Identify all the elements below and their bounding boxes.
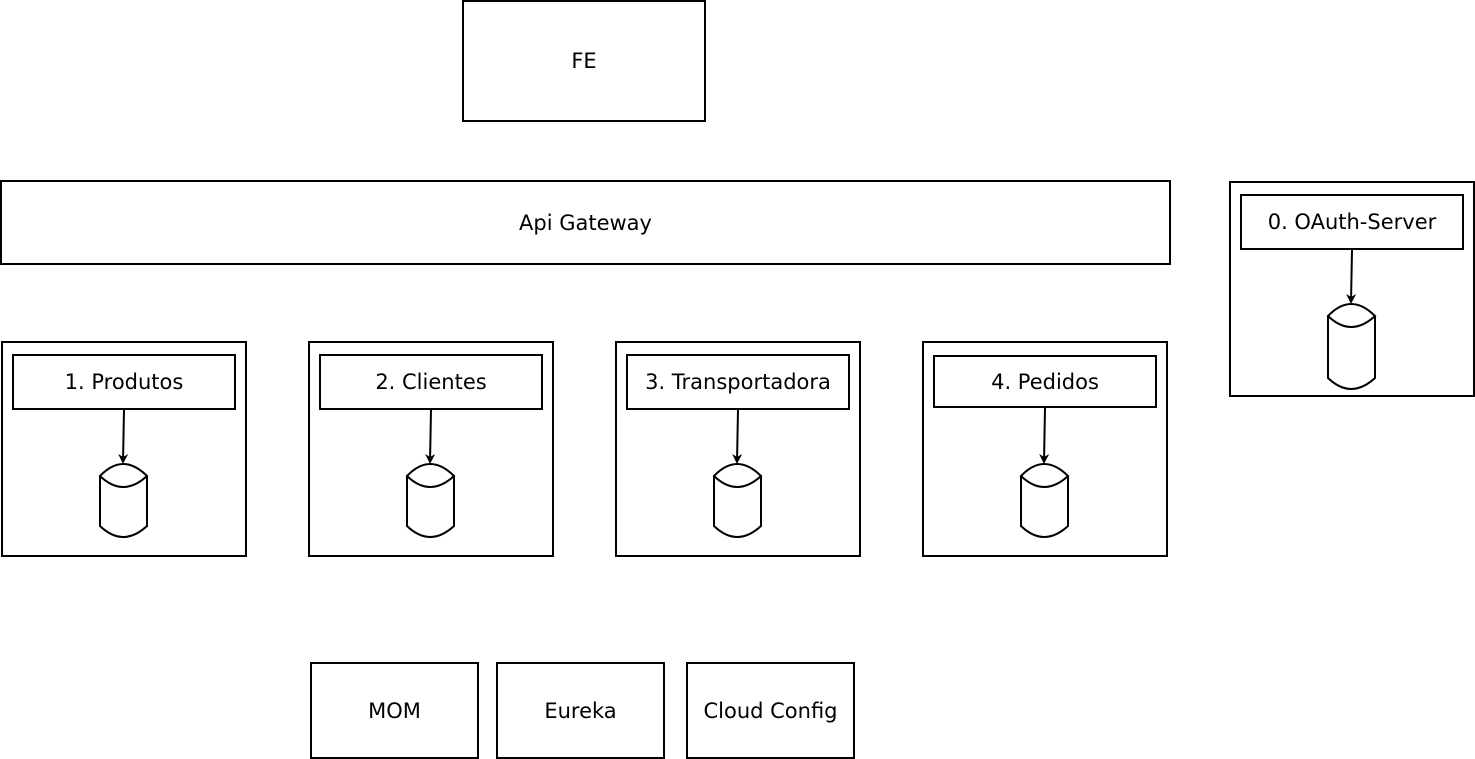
- oauth-db-link: [1326, 249, 1377, 390]
- database-icon: [1019, 463, 1070, 538]
- eureka-box[interactable]: Eureka: [496, 662, 665, 759]
- oauth-server-label: 0. OAuth-Server: [1240, 194, 1464, 250]
- database-icon: [1326, 303, 1377, 390]
- database-icon: [405, 463, 456, 538]
- service-label-transportadora: 3. Transportadora: [626, 354, 850, 410]
- service-label-produtos: 1. Produtos: [12, 354, 236, 410]
- pedidos-db-link: [1019, 407, 1070, 538]
- database-icon: [98, 463, 149, 538]
- arrow-transportadora-to-db: [732, 409, 743, 464]
- clientes-db-link: [405, 409, 456, 538]
- cloud-config-box[interactable]: Cloud Config: [686, 662, 855, 759]
- arrow-oauth-to-db: [1346, 249, 1357, 304]
- service-label-pedidos: 4. Pedidos: [933, 355, 1157, 408]
- arrow-clientes-to-db: [425, 409, 436, 464]
- api-gateway-box[interactable]: Api Gateway: [0, 180, 1171, 265]
- database-icon: [712, 463, 763, 538]
- mom-box[interactable]: MOM: [310, 662, 479, 759]
- transportadora-db-link: [712, 409, 763, 538]
- fe-box[interactable]: FE: [462, 0, 706, 122]
- service-label-clientes: 2. Clientes: [319, 354, 543, 410]
- produtos-db-link: [98, 409, 149, 538]
- arrow-pedidos-to-db: [1039, 407, 1050, 464]
- arrow-produtos-to-db: [118, 409, 129, 464]
